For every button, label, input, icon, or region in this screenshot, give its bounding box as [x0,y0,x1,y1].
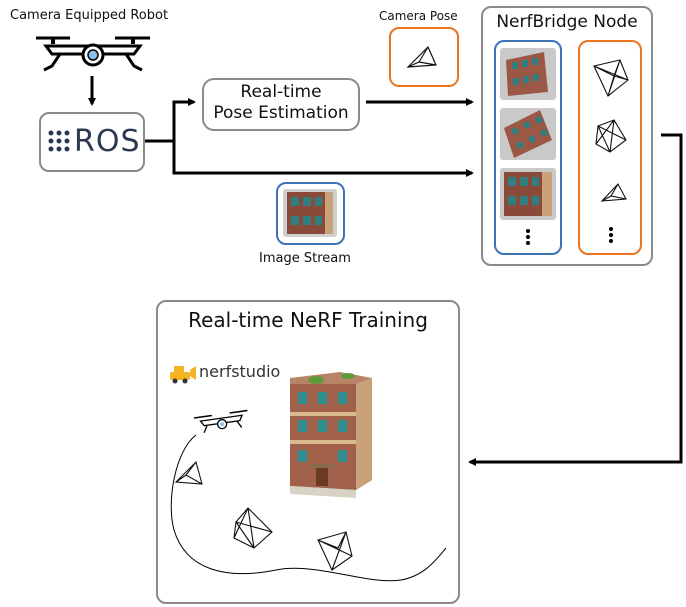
camera-trajectory [170,434,447,582]
camera-pose-box [389,27,459,87]
ros-box [39,112,145,172]
building-image [290,372,372,498]
arrow-nerfbridge-to-training [468,133,683,466]
robot-label: Camera Equipped Robot [10,8,169,23]
arrow-ros-to-pose [145,98,196,143]
trajectory-frustum-2 [233,507,273,549]
queue-pose-3 [600,183,627,202]
drone-icon [36,36,150,72]
queue-pose-2 [595,119,627,153]
pose-queue-ellipsis-icon [609,227,613,243]
pose-queue-column [578,40,642,255]
trajectory-frustum-3 [317,531,353,571]
image-queue-ellipsis-icon [526,229,530,245]
ros-label: ROS [74,124,141,159]
queue-image-3 [500,168,556,220]
arrow-ros-to-nerfbridge-images [172,141,474,177]
pose-estimation-box [202,78,360,131]
camera-frustum-icon [406,45,437,68]
pose-estimation-label-1: Real-time [240,82,322,102]
nerfbridge-node-title: NerfBridge Node [496,12,638,32]
nerfstudio-label: nerfstudio [199,362,281,381]
pose-estimation-label-2: Pose Estimation [213,103,349,123]
ros-logo [48,130,70,152]
nerfstudio-logo [170,366,196,384]
nerf-training-title: Real-time NeRF Training [188,308,428,332]
trajectory-illustration [170,409,447,582]
small-drone-icon [193,409,248,433]
queue-image-1 [500,48,556,100]
image-stream-thumbnail [283,189,337,237]
camera-pose-label: Camera Pose [379,9,458,23]
queue-image-2 [500,108,556,160]
image-stream-label: Image Stream [259,251,351,266]
trajectory-frustum-1 [174,460,203,485]
queue-pose-1 [593,59,629,97]
